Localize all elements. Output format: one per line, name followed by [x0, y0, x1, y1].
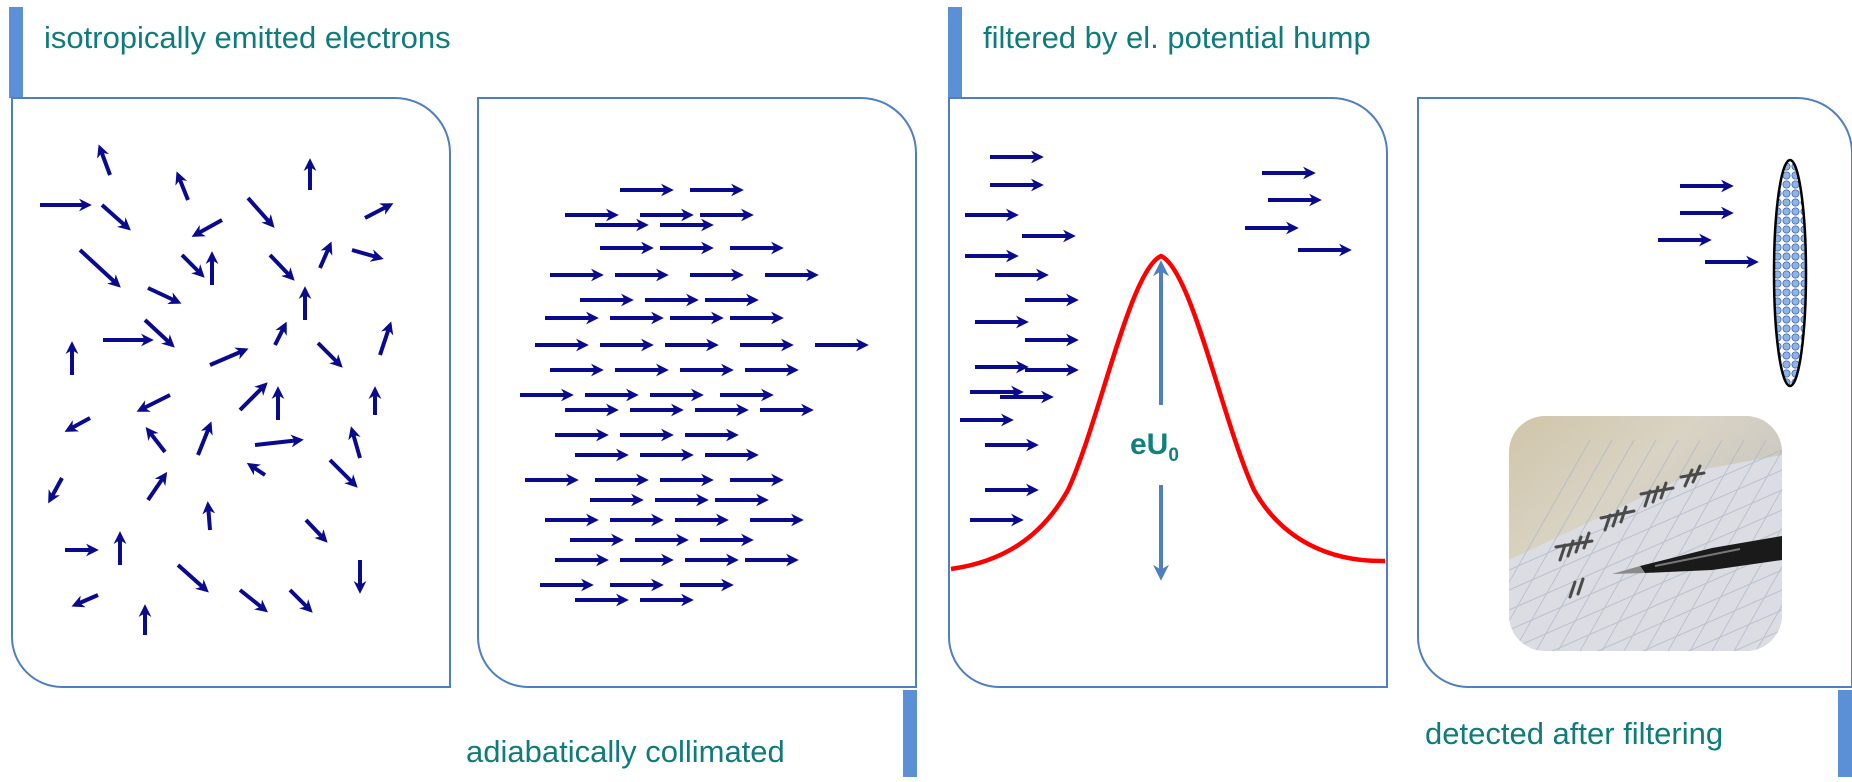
- electron-arrow-isotropic: [97, 144, 112, 176]
- electron-arrow-isotropic: [351, 248, 384, 262]
- electron-arrow-isotropic: [48, 477, 64, 504]
- barrier-height-label-text: eU: [1130, 428, 1169, 461]
- electron-arrow-isotropic: [143, 318, 175, 348]
- electron-arrow-isotropic: [100, 203, 131, 231]
- detector-icon: [1772, 158, 1808, 388]
- electron-arrow-isotropic: [238, 382, 268, 412]
- electron-arrow-isotropic: [378, 321, 394, 356]
- barrier-height-label-subscript: 0: [1168, 445, 1179, 466]
- electron-arrow-isotropic: [273, 321, 287, 346]
- caption-isotropic: isotropically emitted electrons: [44, 20, 451, 55]
- electron-arrow-isotropic: [209, 347, 249, 367]
- electron-arrow-isotropic: [246, 462, 267, 477]
- caption-collimated: adiabatically collimated: [466, 734, 785, 769]
- electron-arrow-isotropic: [145, 426, 167, 454]
- accent-bar-left-top: [9, 7, 23, 98]
- electron-arrow-isotropic: [146, 471, 168, 502]
- electron-arrow-isotropic: [318, 241, 333, 269]
- electron-arrow-isotropic: [304, 518, 328, 543]
- electron-arrow-isotropic: [71, 593, 99, 608]
- panel-collimated-frame: [477, 97, 917, 688]
- electron-arrow-isotropic: [268, 253, 295, 281]
- electron-arrow-isotropic: [316, 341, 343, 368]
- accent-bar-right-top: [948, 7, 962, 98]
- panel-detected-frame: [1417, 97, 1852, 688]
- electron-arrow-isotropic: [238, 588, 268, 613]
- electron-arrow-isotropic: [191, 218, 223, 237]
- electron-arrow-isotropic: [64, 416, 91, 432]
- tally-photo: [1509, 416, 1782, 651]
- accent-bar-right-bottom: [1838, 690, 1852, 777]
- electron-arrow-isotropic: [348, 426, 362, 459]
- electron-arrow-isotropic: [180, 253, 205, 278]
- electron-arrow-isotropic: [254, 434, 304, 448]
- electron-arrow-isotropic: [246, 196, 275, 228]
- accent-bar-left-bottom: [903, 690, 917, 777]
- electron-arrow-isotropic: [147, 286, 182, 305]
- electron-arrow-isotropic: [176, 563, 209, 593]
- potential-hump-curve: [950, 253, 1386, 572]
- electron-arrow-isotropic: [202, 501, 216, 531]
- electron-arrow-isotropic: [175, 171, 190, 201]
- panel-isotropic-frame: [11, 97, 451, 688]
- electron-arrow-isotropic: [78, 248, 121, 288]
- electron-arrow-isotropic: [196, 421, 213, 456]
- electron-arrow-isotropic: [364, 203, 394, 220]
- electron-arrow-isotropic: [136, 393, 171, 412]
- electron-arrow-isotropic: [328, 458, 358, 488]
- barrier-height-label: eU0: [1130, 428, 1179, 467]
- electron-arrow-isotropic: [288, 588, 313, 613]
- caption-detected: detected after filtering: [1425, 716, 1724, 751]
- panel-filtered-frame: [948, 97, 1388, 688]
- caption-filtered: filtered by el. potential hump: [983, 20, 1371, 55]
